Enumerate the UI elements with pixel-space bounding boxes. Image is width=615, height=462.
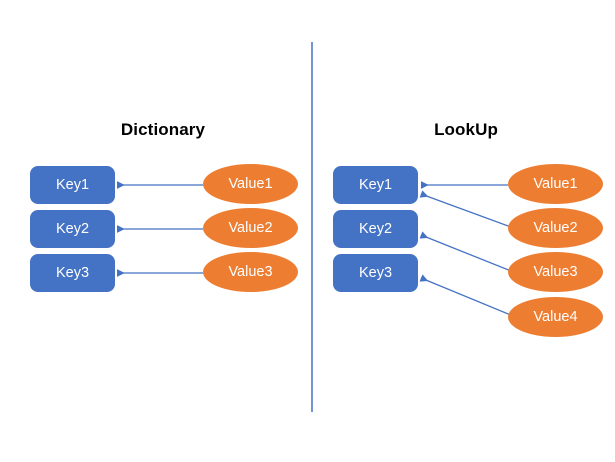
lookup-panel-title: LookUp [434,120,498,139]
value-node[interactable]: Value1 [203,164,298,204]
key-node[interactable]: Key1 [333,166,418,204]
value-node[interactable]: Value2 [203,208,298,248]
key-node[interactable]: Key1 [30,166,115,204]
key-node[interactable]: Key2 [333,210,418,248]
value-node[interactable]: Value3 [203,252,298,292]
value-node[interactable]: Value2 [508,208,603,248]
key-node[interactable]: Key3 [30,254,115,292]
value-node[interactable]: Value3 [508,252,603,292]
link-arrow-value2-to-key1 [419,190,512,228]
key-node[interactable]: Key2 [30,210,115,248]
dictionary-panel-title: Dictionary [120,120,206,139]
link-arrow-value3-to-key2 [419,231,512,272]
link-arrow-value4-to-key3 [419,274,514,317]
value-node[interactable]: Value4 [508,297,603,337]
value-node[interactable]: Value1 [508,164,603,204]
arrow-connectors [117,181,514,317]
key-node[interactable]: Key3 [333,254,418,292]
